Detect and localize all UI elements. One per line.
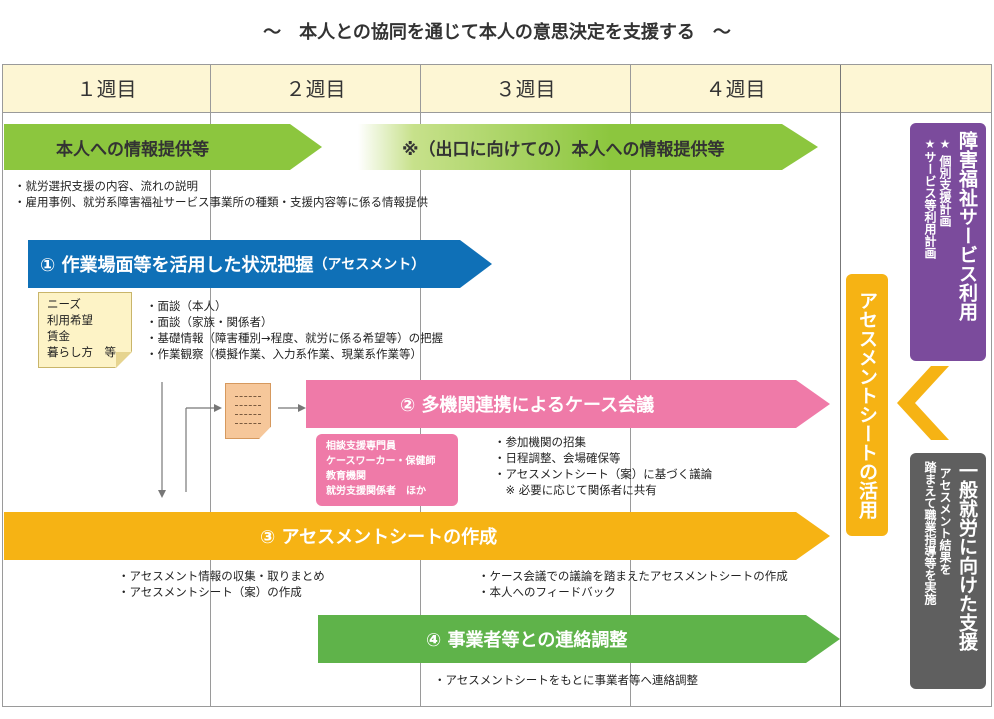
arrowhead-icon [298, 404, 306, 412]
step4-label: ④ 事業者等との連絡調整 [426, 630, 628, 651]
week-4-header: ４週目 [705, 77, 766, 101]
welfare-service-box: 障害福祉サービス利用 ★ 個別支援計画 ★サービス等利用計画 [910, 123, 986, 361]
step2-notes: ・参加機関の招集 ・日程調整、会場確保等 ・アセスメントシート（案）に基づく議論… [494, 434, 712, 498]
info-provision-arrow: 本人への情報提供等 [4, 124, 322, 170]
step3-notes-left: ・アセスメント情報の収集・取りまとめ ・アセスメントシート（案）の作成 [118, 568, 325, 600]
exit-info-provision-label: ※（出口に向けての）本人への情報提供等 [402, 139, 725, 160]
step2-label: ② 多機関連携によるケース会議 [400, 395, 655, 416]
doc-item: ニーズ [47, 297, 81, 311]
welfare-title: 障害福祉サービス利用 [956, 131, 978, 321]
week-3-header: ３週目 [495, 77, 556, 101]
note-line: ・アセスメント情報の収集・取りまとめ [118, 569, 325, 583]
week-header-row [3, 65, 991, 113]
note-line: ・面談（本人） [146, 299, 227, 313]
participant-item: 教育機関 [326, 471, 366, 482]
step3-label: ③ アセスメントシートの作成 [260, 527, 498, 548]
welfare-sub-item: ★ 個別支援計画 [938, 137, 952, 228]
week-divider [840, 65, 841, 707]
diagram-frame [2, 64, 992, 707]
step1-assessment-arrow: ① 作業場面等を活用した状況把握 （アセスメント） [28, 240, 492, 288]
doc-item: 利用希望 [47, 313, 93, 327]
info-provision-label: 本人への情報提供等 [56, 139, 209, 160]
employment-sub-item: 踏まえて職業指導等を実施 [923, 461, 937, 605]
exit-info-provision-arrow: ※（出口に向けての）本人への情報提供等 [358, 124, 818, 170]
doc-item: 暮らし方 等 [47, 345, 116, 359]
chevron-left-icon [897, 366, 949, 440]
step2-case-meeting-arrow: ② 多機関連携によるケース会議 [306, 380, 830, 428]
employment-support-box: 一般就労に向けた支援 アセスメント結果を 踏まえて職業指導等を実施 [910, 453, 986, 689]
flow-connectors [158, 382, 306, 498]
note-line: ・就労選択支援の内容、流れの説明 [14, 179, 198, 193]
step1-label: ① 作業場面等を活用した状況把握 [40, 255, 314, 276]
doc-item: 賃金 [47, 329, 70, 343]
note-line: ・アセスメントシート（案）に基づく議論 [494, 467, 713, 481]
step1-notes: ・面談（本人） ・面談（家族・関係者） ・基礎情報（障害種別→程度、就労に係る希… [146, 298, 443, 362]
note-line: ・面談（家族・関係者） [146, 315, 273, 329]
week-1-header: １週目 [76, 77, 137, 101]
note-line: ・日程調整、会場確保等 [494, 451, 621, 465]
info-notes: ・就労選択支援の内容、流れの説明 ・雇用事例、就労系障害福祉サービス事業所の種類… [14, 178, 428, 210]
employment-sub-item: アセスメント結果を [938, 467, 952, 575]
note-line: ・アセスメントシートをもとに事業者等へ連絡調整 [434, 673, 699, 687]
note-line: ・ケース会議での議論を踏まえたアセスメントシートの作成 [478, 569, 788, 583]
participants-box: 相談支援専門員 ケースワーカー・保健師 教育機関 就労支援関係者 ほか [316, 434, 458, 506]
note-line: ※ 必要に応じて関係者に共有 [494, 483, 657, 497]
note-line: ・アセスメントシート（案）の作成 [118, 585, 302, 599]
step4-coordination-arrow: ④ 事業者等との連絡調整 [318, 615, 840, 663]
note-line: ・作業観察（模擬作業、入力系作業、現業系作業等） [146, 347, 422, 361]
employment-title: 一般就労に向けた支援 [956, 461, 978, 651]
participant-item: ケースワーカー・保健師 [326, 456, 436, 467]
step4-notes: ・アセスメントシートをもとに事業者等へ連絡調整 [434, 672, 698, 688]
welfare-sub-item: ★サービス等利用計画 [923, 137, 937, 259]
step1-label-small: （アセスメント） [313, 257, 426, 273]
arrowhead-icon [214, 404, 222, 412]
step3-notes-right: ・ケース会議での議論を踏まえたアセスメントシートの作成 ・本人へのフィードバック [478, 568, 788, 600]
participant-item: 相談支援専門員 [326, 441, 396, 452]
week-divider [210, 65, 211, 707]
week-2-header: ２週目 [285, 77, 346, 101]
note-line: ・雇用事例、就労系障害福祉サービス事業所の種類・支援内容等に係る情報提供 [14, 195, 428, 209]
arrowhead-icon [158, 490, 166, 498]
note-line: ・本人へのフィードバック [478, 585, 616, 599]
assessment-sheet-icon [225, 383, 271, 439]
assessment-sheet-use-bar: アセスメントシートの活用 [846, 274, 888, 536]
note-line: ・基礎情報（障害種別→程度、就労に係る希望等）の把握 [146, 331, 444, 345]
step3-sheet-creation-arrow: ③ アセスメントシートの作成 [4, 512, 830, 560]
participant-item: 就労支援関係者 ほか [326, 486, 426, 497]
note-line: ・参加機関の招集 [494, 435, 586, 449]
page-title: ～ 本人との協同を通じて本人の意思決定を支援する ～ [263, 22, 731, 43]
